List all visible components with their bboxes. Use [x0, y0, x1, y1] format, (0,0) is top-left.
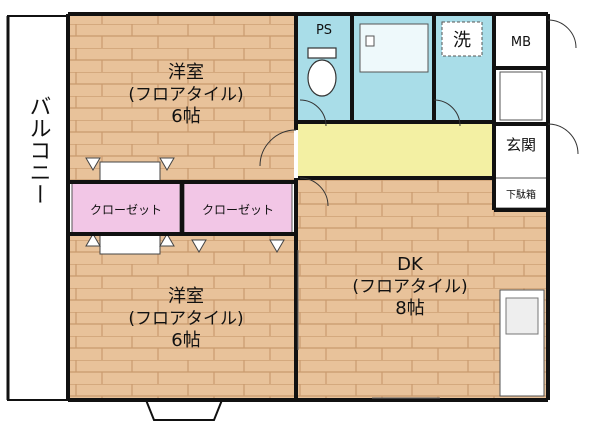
- bedroom-top-type: 洋室: [168, 62, 204, 83]
- bedroom-bottom-size: 6帖: [171, 330, 200, 351]
- washer-box: [441, 21, 483, 57]
- dk-size: 8帖: [395, 298, 424, 319]
- balcony-area: [7, 15, 69, 401]
- corridor-area: [298, 124, 494, 178]
- bedroom-bottom-floor-label: (フロアタイル): [128, 309, 243, 329]
- balcony-label: バルコニー: [26, 95, 51, 205]
- toilet-fixture: [307, 47, 337, 97]
- dk-floor-label: (フロアタイル): [352, 277, 467, 297]
- bedroom-top-floor-label: (フロアタイル): [128, 85, 243, 105]
- dk-type: DK: [397, 254, 424, 275]
- closet-doors: [85, 157, 285, 255]
- walls: [66, 12, 550, 402]
- washer-label: 洗: [453, 30, 471, 51]
- entrance-area: [494, 124, 548, 178]
- entrance-label: 玄関: [506, 136, 536, 154]
- bedroom-bottom-type: 洋室: [168, 286, 204, 307]
- door-swings: [259, 19, 579, 207]
- ps-label: PS: [316, 23, 332, 38]
- mb-area: [496, 16, 548, 68]
- bedroom-top-size: 6帖: [171, 106, 200, 127]
- bedroom-top-floor: [70, 16, 294, 182]
- closet-left-label: クローゼット: [90, 203, 162, 217]
- mb-label: MB: [511, 35, 531, 50]
- bathtub: [359, 23, 429, 73]
- closet-right-label: クローゼット: [202, 203, 274, 217]
- bay-window: [144, 399, 224, 421]
- wash-basin: [499, 71, 543, 121]
- bedroom-bottom-floor: [70, 232, 294, 398]
- shoe-box-label: 下駄箱: [506, 188, 536, 201]
